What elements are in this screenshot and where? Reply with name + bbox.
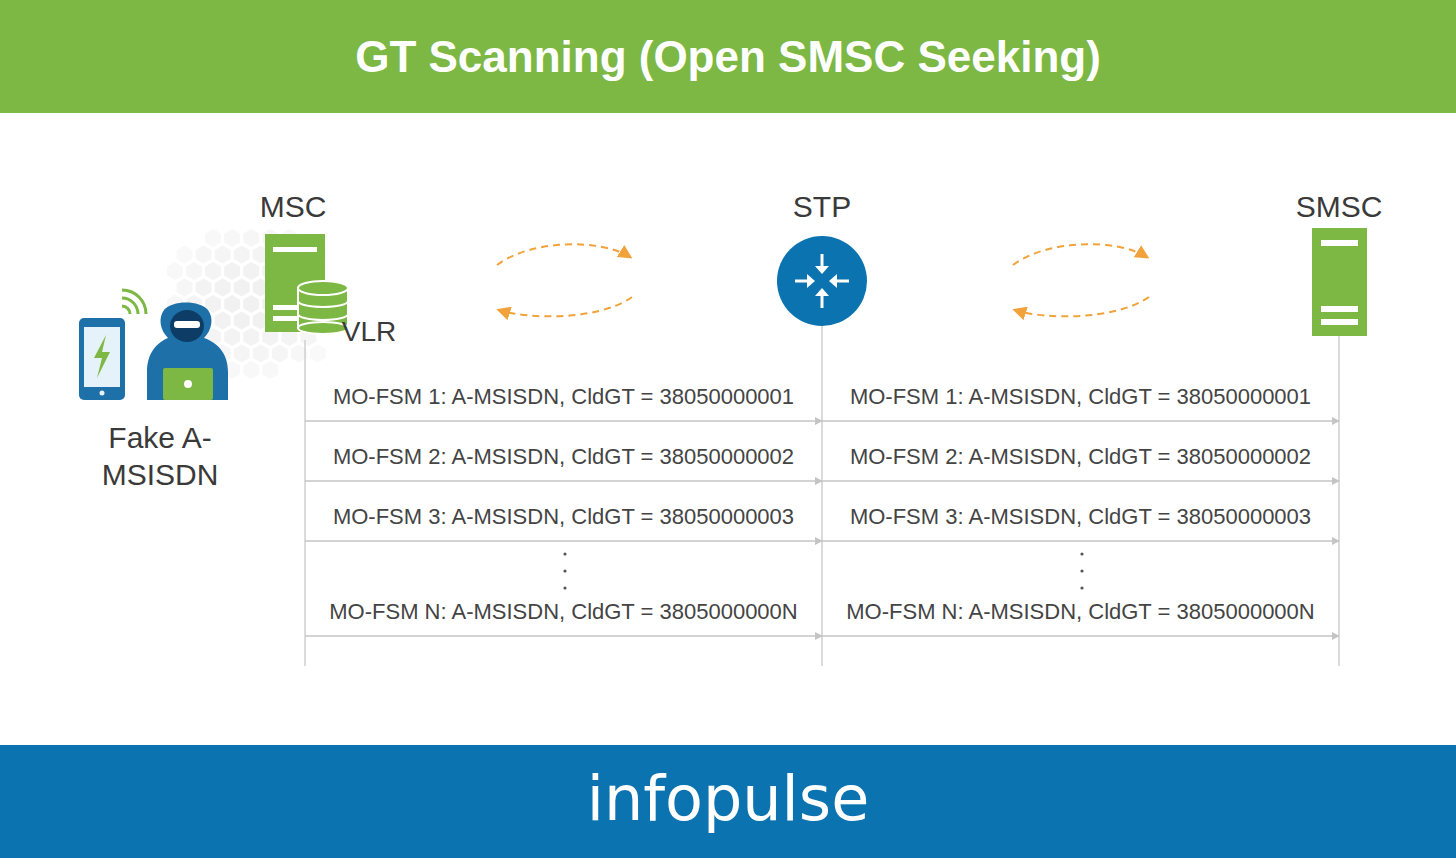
phone-icon	[79, 290, 146, 400]
node-text: Fake A-MSISDN	[64, 419, 256, 493]
hex-cell	[233, 311, 250, 331]
network-element: STP	[789, 186, 856, 228]
message-arrow	[822, 635, 1339, 637]
node-text: VLR	[342, 316, 397, 348]
message-arrow	[305, 420, 822, 422]
hex-cell	[223, 294, 240, 314]
hex-cell	[262, 360, 279, 380]
hex-cell	[176, 278, 193, 298]
hex-cell	[243, 360, 260, 380]
message-arrow	[822, 420, 1339, 422]
router-icon	[777, 236, 867, 326]
hex-cell	[204, 261, 221, 281]
hex-cell	[252, 344, 269, 364]
hex-cell	[309, 344, 326, 364]
hex-cell	[223, 228, 240, 248]
hex-cell	[214, 278, 231, 298]
hex-cell	[204, 228, 221, 248]
message-label: MO-FSM N: A-MSISDN, CldGT = 3805000000N	[329, 599, 797, 625]
title: GT Scanning (Open SMSC Seeking)	[0, 0, 1456, 113]
hex-cell	[185, 261, 202, 281]
footer-band	[0, 745, 1456, 858]
hex-cell	[166, 261, 183, 281]
hex-cell	[271, 344, 288, 364]
hex-cell	[195, 278, 212, 298]
hex-cell	[223, 327, 240, 347]
server-icon	[1312, 228, 1367, 336]
lifelines	[305, 326, 1339, 666]
message-arrow	[305, 480, 822, 482]
hex-cell	[214, 245, 231, 265]
node-text: SMSC	[1296, 190, 1383, 224]
message-arrow	[305, 540, 822, 542]
network-element: SMSC	[1292, 186, 1387, 228]
message-label: MO-FSM 3: A-MSISDN, CldGT = 38050000003	[333, 504, 794, 530]
brand-logo: infopulse	[0, 745, 1456, 858]
hex-cell	[195, 245, 212, 265]
message-label: MO-FSM 3: A-MSISDN, CldGT = 38050000003	[850, 504, 1311, 530]
message-label: MO-FSM 2: A-MSISDN, CldGT = 38050000002	[333, 444, 794, 470]
message-arrow	[822, 540, 1339, 542]
message-arrow	[305, 635, 822, 637]
hex-cell	[176, 245, 193, 265]
message-label: MO-FSM 1: A-MSISDN, CldGT = 38050000001	[850, 384, 1311, 410]
hex-cell	[214, 311, 231, 331]
message-arrow	[822, 480, 1339, 482]
hex-cell	[243, 327, 260, 347]
hex-cell	[233, 245, 250, 265]
message-label: MO-FSM 2: A-MSISDN, CldGT = 38050000002	[850, 444, 1311, 470]
hex-cell	[243, 261, 260, 281]
ellipsis-dots	[563, 552, 1083, 589]
message-label: MO-FSM N: A-MSISDN, CldGT = 3805000000N	[846, 599, 1314, 625]
actor-label: Fake A-MSISDN	[60, 415, 260, 497]
hex-cell	[243, 294, 260, 314]
database-icon	[298, 281, 348, 334]
hex-cell	[223, 261, 240, 281]
title-band	[0, 0, 1456, 113]
node-text: MSC	[260, 190, 327, 224]
hex-cell	[233, 278, 250, 298]
exchange-arcs	[497, 244, 1149, 316]
hex-cell	[243, 228, 260, 248]
node-text: STP	[793, 190, 852, 224]
hex-cell	[233, 344, 250, 364]
attacker-icon	[147, 303, 228, 401]
message-label: MO-FSM 1: A-MSISDN, CldGT = 38050000001	[333, 384, 794, 410]
network-element: MSC	[256, 186, 331, 228]
network-element: VLR	[338, 312, 401, 352]
